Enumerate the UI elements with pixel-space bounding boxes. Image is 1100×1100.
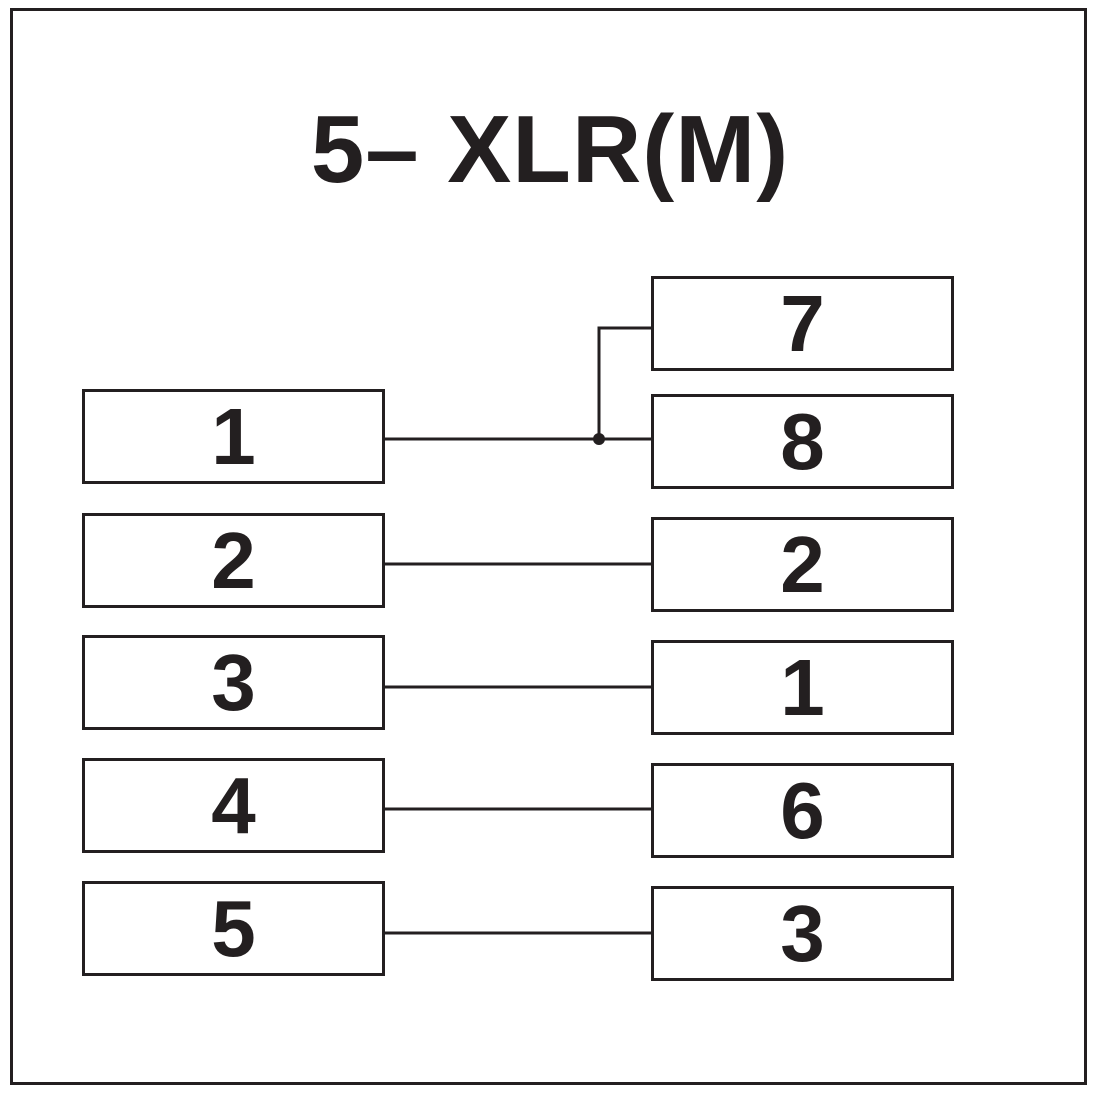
wire-junction-dot [593, 433, 605, 445]
right-pin-2: 2 [651, 517, 954, 612]
left-pin-1: 1 [82, 389, 385, 484]
right-pin-3: 3 [651, 886, 954, 981]
right-pin-6: 6 [651, 763, 954, 858]
left-pin-5: 5 [82, 881, 385, 976]
right-pin-8: 8 [651, 394, 954, 489]
right-pin-7: 7 [651, 276, 954, 371]
left-pin-2: 2 [82, 513, 385, 608]
right-pin-1: 1 [651, 640, 954, 735]
left-pin-4: 4 [82, 758, 385, 853]
wire-branch-right7 [597, 326, 651, 439]
diagram-title: 5– XLR(M) [310, 96, 790, 203]
left-pin-3: 3 [82, 635, 385, 730]
